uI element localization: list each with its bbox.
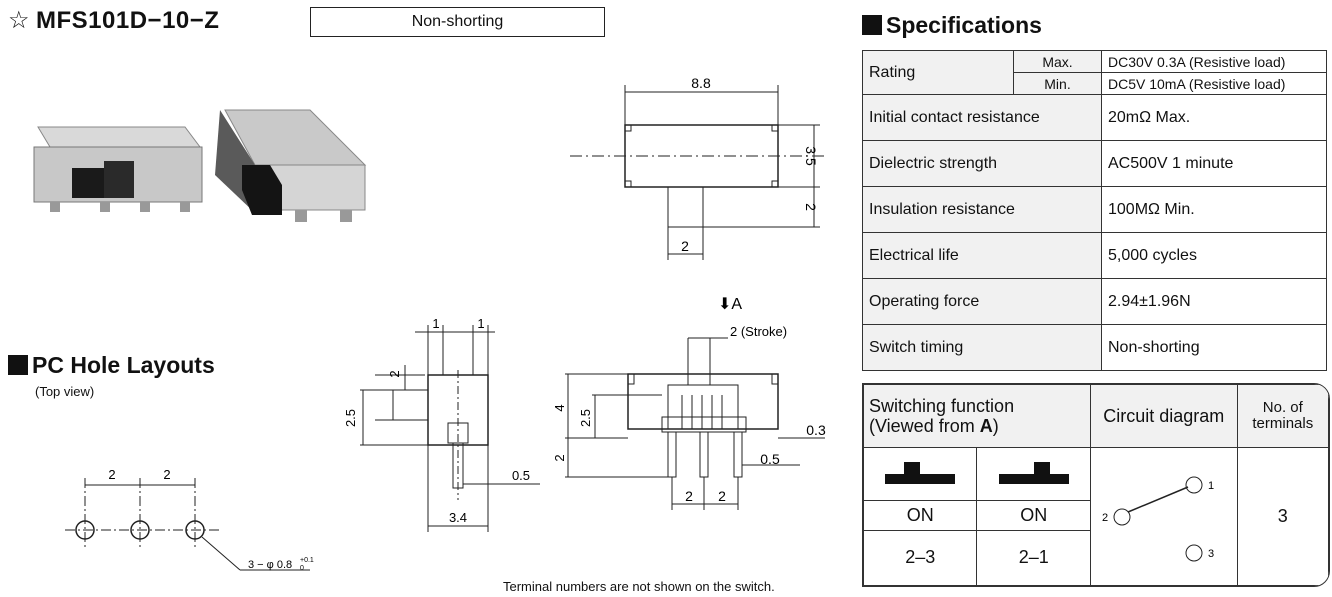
- specs-title: Specifications: [862, 12, 1042, 39]
- spec-label: Operating force: [862, 278, 1102, 325]
- side-dim-1b: 1: [477, 316, 484, 331]
- switch-photo-1: [33, 126, 203, 212]
- pc-hole-subtitle: (Top view): [35, 384, 95, 399]
- front-dim-05: 0.5: [760, 451, 780, 467]
- footnote: Terminal numbers are not shown on the sw…: [503, 579, 775, 594]
- spec-value: AC500V 1 minute: [1101, 140, 1327, 187]
- front-view-drawing: ⬇A 2 (Stroke) 4 2.5 2 0.3 0.5 2 2: [552, 296, 826, 510]
- position-2-connection: 2–1: [976, 529, 1091, 586]
- hole-pitch-1: 2: [108, 467, 115, 482]
- square-bullet-icon: [8, 355, 28, 375]
- product-title: ☆MFS101D−10−Z: [8, 6, 219, 35]
- lever-right-icon: [998, 462, 1069, 485]
- spec-label: Dielectric strength: [862, 140, 1102, 187]
- type-label-box: Non-shorting: [310, 7, 605, 37]
- switching-table: Switching function (Viewed from A) Circu…: [863, 384, 1329, 586]
- front-dim-25: 2.5: [578, 409, 593, 427]
- front-pitch-2: 2: [718, 488, 726, 504]
- dim-width: 8.8: [691, 75, 711, 91]
- spec-label: Switch timing: [862, 324, 1102, 371]
- rating-label: Rating: [862, 50, 1014, 95]
- spec-label: Insulation resistance: [862, 186, 1102, 233]
- spec-label: Initial contact resistance: [862, 94, 1102, 141]
- spec-value: Non-shorting: [1101, 324, 1327, 371]
- terminal-2-label: 2: [1102, 512, 1108, 524]
- position-2-icon-cell: [976, 447, 1091, 501]
- max-value: DC30V 0.3A (Resistive load): [1101, 50, 1327, 73]
- dim-height: 3.5: [803, 146, 819, 166]
- spec-value: 2.94±1.96N: [1101, 278, 1327, 325]
- switch-photo-2: [215, 109, 367, 222]
- hole-tol-minus: 0: [300, 565, 304, 572]
- hole-tol-plus: +0.1: [300, 557, 314, 564]
- side-dim-1a: 1: [432, 316, 439, 331]
- min-value: DC5V 10mA (Resistive load): [1101, 72, 1327, 95]
- pc-hole-drawing: 2 2 3 − φ 0.8 +0.1 0: [65, 467, 314, 572]
- side-dim-2: 2: [387, 370, 402, 377]
- terminals-count: 3: [1236, 447, 1329, 586]
- stroke-label: 2 (Stroke): [730, 324, 787, 339]
- circuit-diagram-header: Circuit diagram: [1089, 384, 1238, 448]
- front-dim-03: 0.3: [806, 422, 826, 438]
- front-dim-4: 4: [552, 404, 567, 411]
- star-icon: ☆: [8, 7, 31, 34]
- model-name: MFS101D−10−Z: [36, 7, 220, 34]
- front-dim-2: 2: [552, 454, 567, 461]
- circuit-diagram: 2 1 3: [1102, 476, 1214, 562]
- max-label: Max.: [1013, 50, 1102, 73]
- dim-lever-height: 2: [803, 203, 819, 211]
- min-label: Min.: [1013, 72, 1102, 95]
- top-view-drawing: 8.8 3.5 2 2: [570, 75, 825, 260]
- switching-function-header: Switching function (Viewed from A): [863, 384, 1091, 448]
- side-dim-34: 3.4: [449, 510, 467, 525]
- dim-lever-width: 2: [681, 238, 689, 254]
- terminal-1-label: 1: [1208, 480, 1214, 492]
- spec-value: 100MΩ Min.: [1101, 186, 1327, 233]
- side-dim-05: 0.5: [512, 468, 530, 483]
- square-bullet-icon: [862, 15, 882, 35]
- hole-note: 3 − φ 0.8: [248, 559, 292, 571]
- product-photos: [33, 109, 367, 222]
- spec-label: Electrical life: [862, 232, 1102, 279]
- arrow-a-label: ⬇A: [718, 296, 742, 313]
- front-pitch-1: 2: [685, 488, 693, 504]
- spec-value: 20mΩ Max.: [1101, 94, 1327, 141]
- side-dim-25: 2.5: [343, 409, 358, 427]
- lever-left-icon: [885, 462, 956, 485]
- terminal-3-label: 3: [1208, 548, 1214, 560]
- position-2-state: ON: [976, 499, 1091, 531]
- side-view-drawing: 1 1 2 2.5 0.5 3.4: [343, 316, 540, 532]
- pc-hole-title: PC Hole Layouts: [8, 352, 215, 379]
- circuit-diagram-cell: 2 1 3: [1089, 447, 1238, 586]
- position-1-state: ON: [863, 499, 978, 531]
- hole-pitch-2: 2: [163, 467, 170, 482]
- terminals-header: No. of terminals: [1236, 384, 1329, 448]
- switching-table-wrap: Switching function (Viewed from A) Circu…: [862, 383, 1330, 587]
- position-1-icon-cell: [863, 447, 978, 501]
- position-1-connection: 2–3: [863, 529, 978, 586]
- specs-table: Rating Max. DC30V 0.3A (Resistive load) …: [862, 50, 1327, 371]
- spec-value: 5,000 cycles: [1101, 232, 1327, 279]
